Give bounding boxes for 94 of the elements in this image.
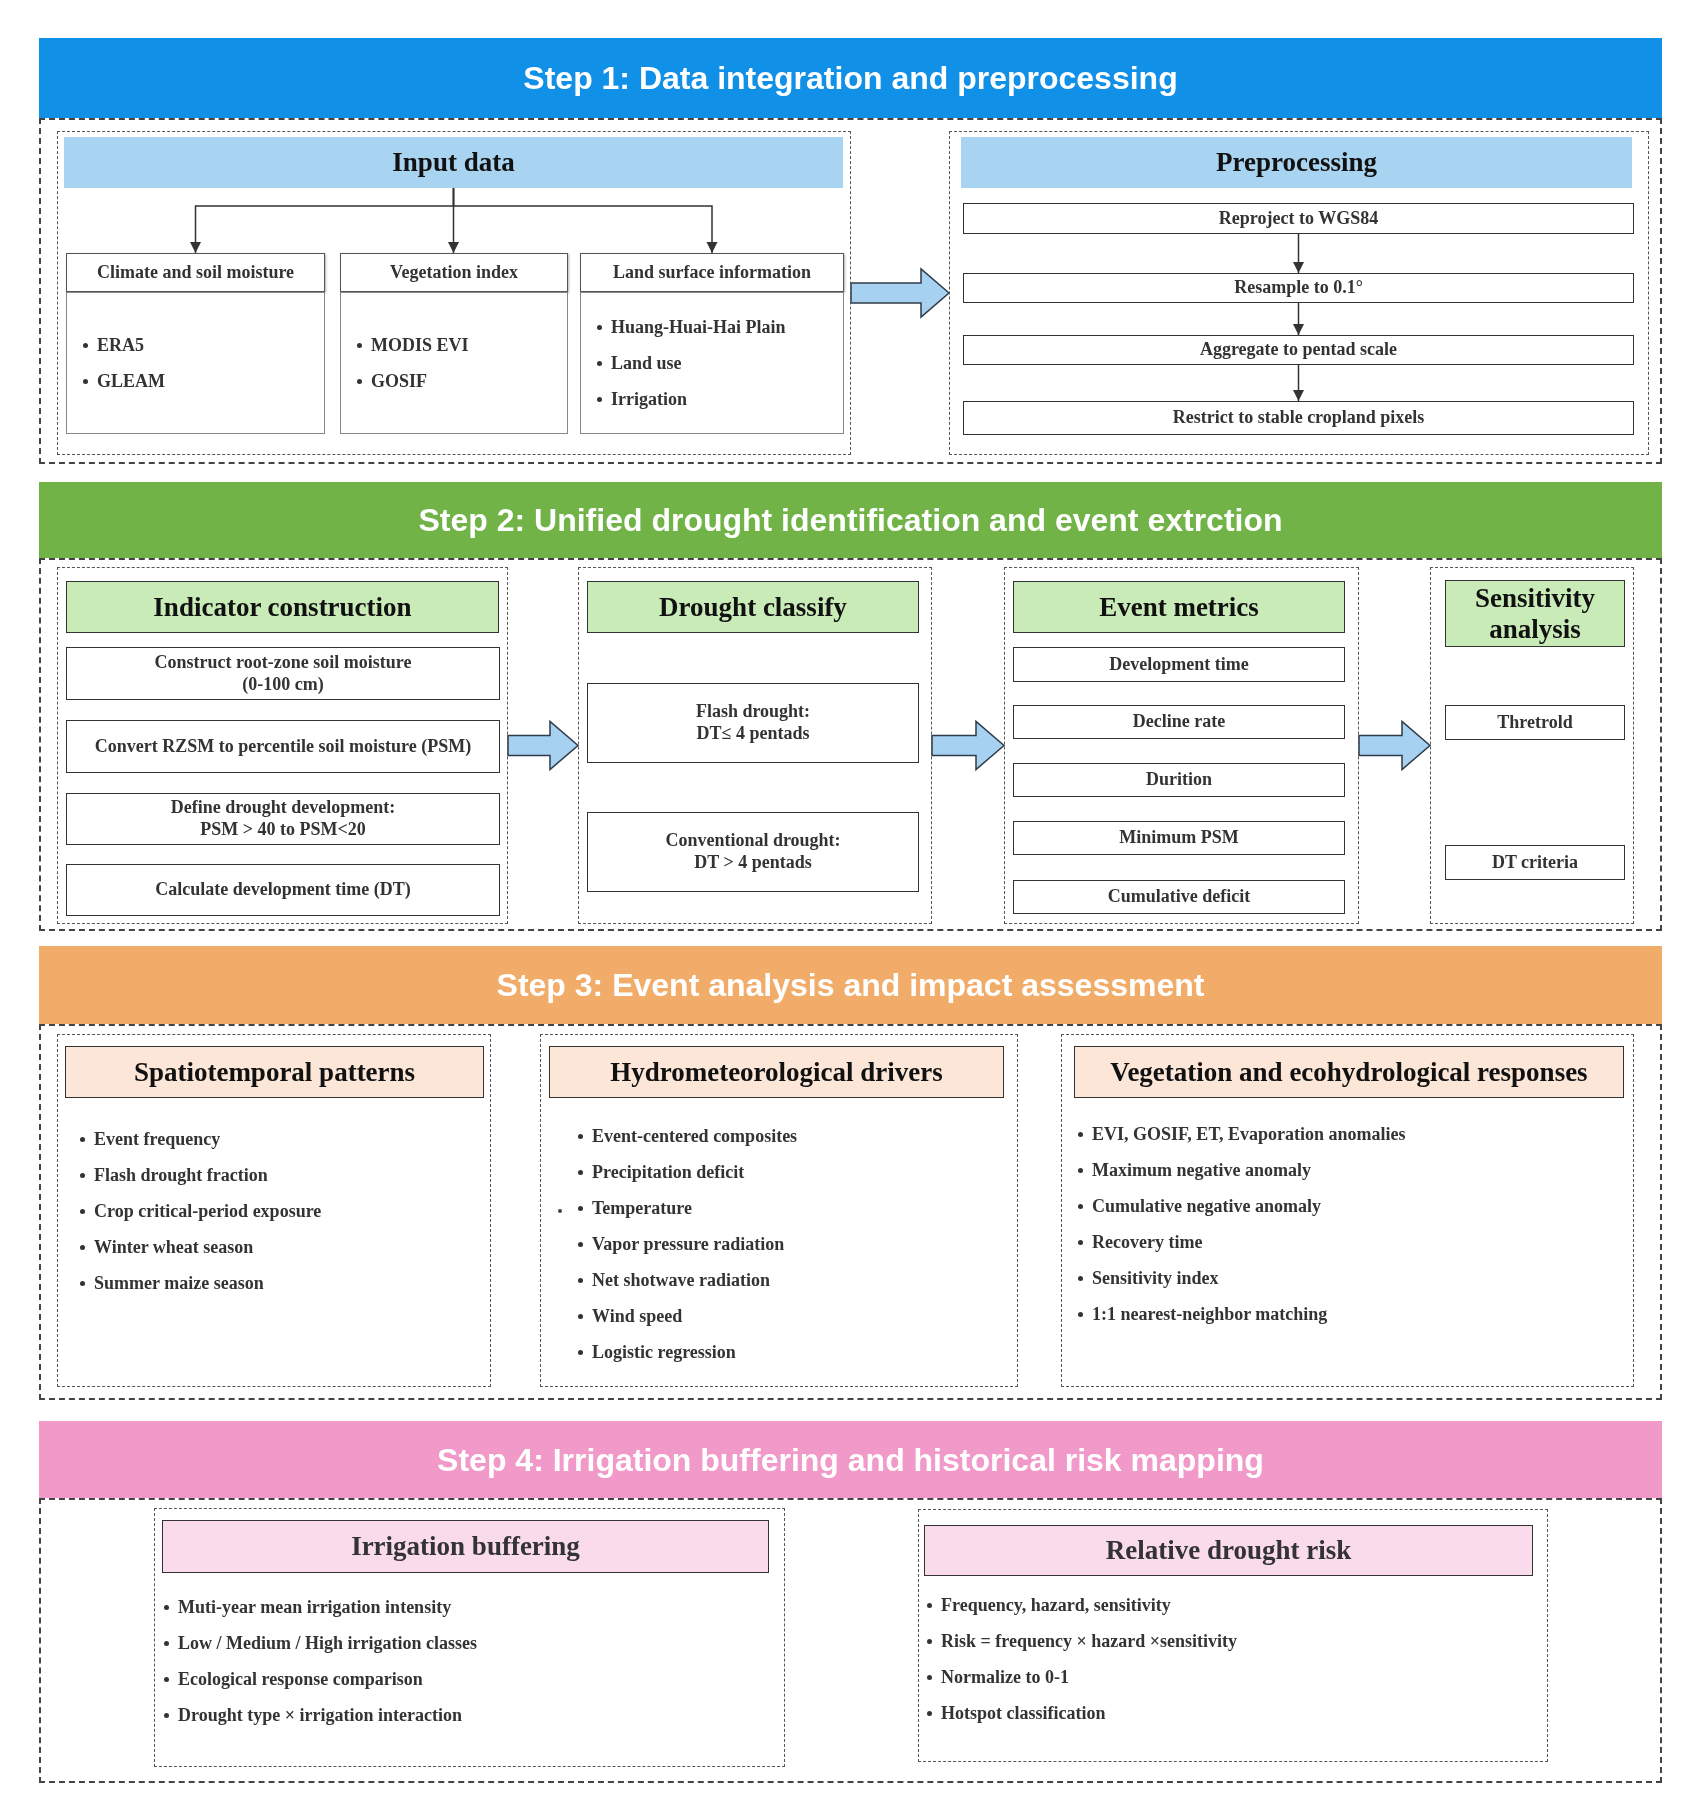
group-panel <box>918 1509 1548 1762</box>
list-item: Muti-year mean irrigation intensity <box>178 1597 452 1617</box>
section-panel <box>39 118 1662 464</box>
process-box: Define drought development: PSM > 40 to PSM<20 <box>66 793 500 845</box>
group-panel <box>1061 1034 1634 1387</box>
list-box <box>580 292 844 434</box>
group-panel <box>578 567 932 924</box>
list-box <box>66 292 325 434</box>
arrow <box>452 187 718 254</box>
step-header-band: Step 4: Irrigation buffering and historical risk mapping <box>39 1421 1662 1498</box>
list-item: ERA5 <box>97 335 144 355</box>
section-panel <box>39 558 1662 931</box>
group-panel <box>57 567 508 924</box>
arrow <box>1293 233 1304 274</box>
section-panel <box>39 1024 1662 1400</box>
group-header: Irrigation buffering <box>162 1520 769 1573</box>
process-box: Calculate development time (DT) <box>66 864 500 916</box>
step-header-band: Step 3: Event analysis and impact assessment <box>39 946 1662 1024</box>
block-arrow <box>1358 719 1432 772</box>
block-arrow <box>507 719 580 772</box>
list-item: Net shotwave radiation <box>592 1270 770 1290</box>
list-item: Crop critical-period exposure <box>94 1201 322 1221</box>
section-panel <box>39 1498 1662 1783</box>
list-item: Normalize to 0-1 <box>941 1667 1069 1687</box>
group-header: Spatiotemporal patterns <box>65 1046 484 1098</box>
list-item: Wind speed <box>592 1306 683 1326</box>
group-header: Drought classify <box>587 581 919 633</box>
process-box: Cumulative deficit <box>1013 880 1345 914</box>
list-item: Precipitation deficit <box>592 1162 745 1182</box>
list-item: Ecological response comparison <box>178 1669 423 1689</box>
group-panel <box>949 131 1649 455</box>
process-box: Aggregate to pentad scale <box>963 335 1634 365</box>
list-box <box>340 292 568 434</box>
process-box: Restrict to stable cropland pixels <box>963 401 1634 435</box>
category-header-box: Vegetation index <box>340 253 568 292</box>
group-panel <box>154 1508 785 1767</box>
list-item: Huang-Huai-Hai Plain <box>611 317 786 337</box>
list-item: MODIS EVI <box>371 335 469 355</box>
process-box: Conventional drought: DT > 4 pentads <box>587 812 919 892</box>
list-item: Event-centered composites <box>592 1126 798 1146</box>
list-item: Low / Medium / High irrigation classes <box>178 1633 477 1653</box>
list-item: Flash drought fraction <box>94 1165 268 1185</box>
process-box: Reproject to WGS84 <box>963 203 1634 234</box>
process-box: Resample to 0.1° <box>963 273 1634 303</box>
list-item: Recovery time <box>1092 1232 1203 1252</box>
group-header: Sensitivity analysis <box>1445 580 1625 647</box>
group-header: Vegetation and ecohydrological responses <box>1074 1046 1624 1098</box>
group-panel <box>57 131 851 455</box>
group-header: Relative drought risk <box>924 1525 1533 1576</box>
list-item: Risk = frequency × hazard ×sensitivity <box>941 1631 1237 1651</box>
step-header-band: Step 1: Data integration and preprocessing <box>39 38 1662 118</box>
list-item: EVI, GOSIF, ET, Evaporation anomalies <box>1092 1124 1406 1144</box>
block-arrow <box>931 719 1006 772</box>
process-box: DT criteria <box>1445 845 1625 880</box>
group-header: Input data <box>64 137 843 188</box>
process-box: Decline rate <box>1013 705 1345 739</box>
group-panel <box>540 1034 1018 1387</box>
list-item: GLEAM <box>97 371 165 391</box>
list-item: Hotspot classification <box>941 1703 1106 1723</box>
process-box: Convert RZSM to percentile soil moisture (PSM) <box>66 720 500 773</box>
list-item: Irrigation <box>611 389 687 409</box>
group-header: Event metrics <box>1013 581 1345 633</box>
group-panel <box>1430 567 1634 924</box>
group-panel <box>57 1034 491 1387</box>
process-box: Construct root-zone soil moisture (0-100 cm) <box>66 647 500 700</box>
step-header-band: Step 2: Unified drought identification and event extrction <box>39 482 1662 558</box>
category-header-box: Climate and soil moisture <box>66 253 325 292</box>
group-header: Hydrometeorological drivers <box>549 1046 1004 1098</box>
group-header: Preprocessing <box>961 137 1632 188</box>
process-box: Durition <box>1013 763 1345 797</box>
list-item: Cumulative negative anomaly <box>1092 1196 1321 1216</box>
list-item: Winter wheat season <box>94 1237 254 1257</box>
list-item: Frequency, hazard, sensitivity <box>941 1595 1171 1615</box>
arrow <box>1293 364 1304 402</box>
list-item: 1:1 nearest-neighbor matching <box>1092 1304 1328 1324</box>
list-item: Vapor pressure radiation <box>592 1234 785 1254</box>
list-item: Maximum negative anomaly <box>1092 1160 1311 1180</box>
category-header-box: Land surface information <box>580 253 844 292</box>
process-box: Development time <box>1013 647 1345 682</box>
list-item: Land use <box>611 353 682 373</box>
list-item: Drought type × irrigation interaction <box>178 1705 462 1725</box>
list-item: Summer maize season <box>94 1273 264 1293</box>
process-box: Minimum PSM <box>1013 821 1345 855</box>
block-arrow <box>850 267 951 319</box>
list-item: GOSIF <box>371 371 427 391</box>
list-item: Logistic regression <box>592 1342 736 1362</box>
process-box: Flash drought: DT≤ 4 pentads <box>587 683 919 763</box>
list-item: Event frequency <box>94 1129 221 1149</box>
group-header: Indicator construction <box>66 581 499 633</box>
arrow <box>1293 302 1304 336</box>
group-panel <box>1004 567 1359 924</box>
list-item: Temperature <box>592 1198 692 1218</box>
process-box: Thretrold <box>1445 705 1625 740</box>
list-item: Sensitivity index <box>1092 1268 1219 1288</box>
